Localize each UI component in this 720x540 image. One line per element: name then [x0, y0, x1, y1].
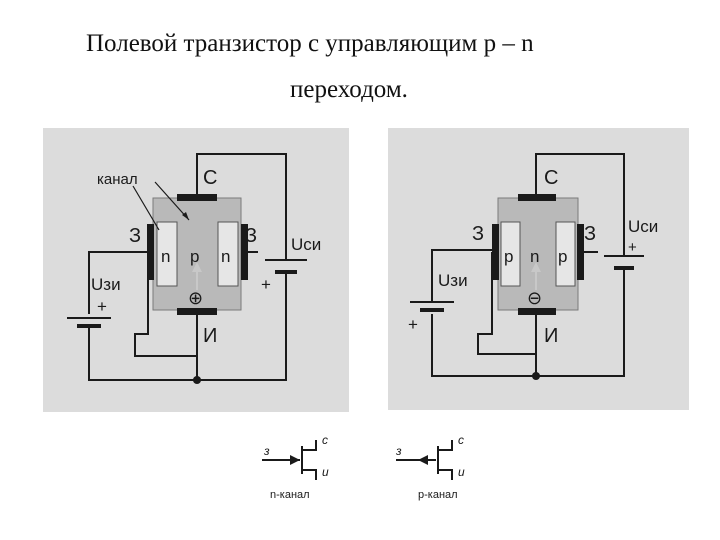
region-center-label: n	[530, 247, 539, 266]
gate-contact-right	[577, 224, 584, 280]
gate-label-right: З	[584, 223, 596, 245]
ugs-plus: +	[97, 297, 107, 316]
junction-dot	[532, 372, 540, 380]
junction-dot	[193, 376, 201, 384]
gate-region-right	[555, 221, 576, 287]
channel-label: канал	[97, 171, 138, 188]
symbol-drain-label: с	[322, 433, 328, 447]
symbol-gate-label: з	[263, 444, 270, 458]
n-channel-caption: n-канал	[270, 489, 310, 501]
source-contact	[177, 308, 217, 315]
ugs-label: Uзи	[438, 271, 468, 290]
gate-region-right	[217, 221, 239, 287]
uds-label: Uси	[291, 235, 321, 254]
title-line-2: переходом.	[290, 76, 408, 103]
region-left-label: n	[161, 247, 170, 266]
symbol-drain-label: с	[458, 433, 464, 447]
channel-pointer-line	[154, 181, 190, 221]
source-label: И	[544, 325, 558, 347]
gate-label-left: З	[472, 223, 484, 245]
circuit-wires	[88, 153, 287, 381]
region-right-label: n	[221, 247, 230, 266]
gate-region-left	[156, 221, 178, 287]
symbol-gate-label: з	[395, 444, 402, 458]
channel-pointer-head	[182, 212, 189, 220]
symbol-lines	[396, 440, 453, 480]
symbol-source-label: и	[458, 465, 465, 479]
title-line-1: Полевой транзистор с управляющим p – n	[86, 30, 534, 57]
channel-pointer-line-2	[132, 185, 160, 231]
gate-contact-left	[147, 224, 154, 280]
uds-plus: +	[628, 239, 637, 256]
uds-label: Uси	[628, 217, 658, 236]
carrier-arrow-head	[531, 262, 541, 272]
gate-label-left: З	[129, 225, 141, 247]
gate-arrow-out	[418, 455, 428, 465]
gate-label-right: З	[245, 225, 257, 247]
gate-arrow-in	[290, 455, 300, 465]
gate-contact-right	[241, 224, 248, 280]
circuit-wires	[431, 153, 625, 377]
carrier-sign: ⊖	[527, 288, 542, 308]
p-channel-caption: p-канал	[418, 489, 458, 501]
source-label: И	[203, 325, 217, 347]
region-left-label: p	[504, 247, 513, 266]
p-channel-symbol: з с и p-канал	[395, 433, 465, 501]
gate-region-left	[500, 221, 521, 287]
carrier-arrow-head	[192, 262, 202, 272]
carrier-sign: ⊕	[188, 288, 203, 308]
drain-contact	[518, 194, 556, 201]
right-transistor-diagram: С З З И p n p ⊖ Uзи + Uси +	[388, 128, 689, 410]
uds-plus: +	[261, 275, 271, 294]
symbol-source-label: и	[322, 465, 329, 479]
region-right-label: p	[558, 247, 567, 266]
source-contact	[518, 308, 556, 315]
n-channel-symbol: з с и n-канал	[262, 433, 329, 501]
ugs-label: Uзи	[91, 275, 121, 294]
drain-label: С	[544, 167, 558, 189]
drain-label: С	[203, 167, 217, 189]
gate-contact-left	[492, 224, 499, 280]
drain-contact	[177, 194, 217, 201]
ugs-plus: +	[408, 315, 418, 334]
left-transistor-diagram: канал С З З И n p n ⊕ Uзи + Uси +	[43, 128, 349, 412]
symbol-lines	[262, 440, 317, 480]
region-center-label: p	[190, 247, 199, 266]
